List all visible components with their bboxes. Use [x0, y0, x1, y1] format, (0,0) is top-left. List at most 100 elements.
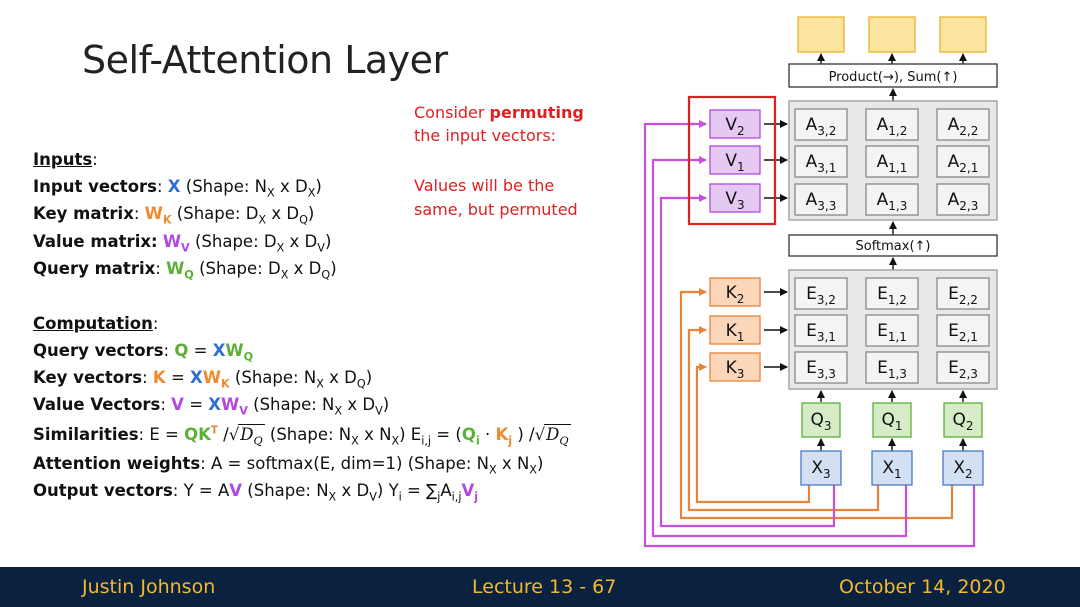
footer-date: October 14, 2020	[839, 576, 1006, 598]
sqrt-dq-2: √DQ	[534, 424, 571, 448]
value-matrix-line: Value matrix: WV (Shape: DX x DV)	[33, 232, 332, 255]
input-vectors-line: Input vectors: X (Shape: NX x DX)	[33, 177, 322, 200]
input-box-2	[871, 450, 913, 486]
input-label: X3	[811, 458, 830, 481]
value-label: V2	[725, 115, 744, 138]
query-vectors-line: Query vectors: Q = XWQ	[33, 341, 254, 364]
a-cell	[794, 183, 848, 216]
e-cell-label: E3,1	[806, 321, 836, 344]
a-cell-label: A3,3	[806, 190, 837, 213]
inputs-header: Inputs:	[33, 150, 98, 169]
key-wire-x2	[679, 288, 954, 520]
query-box-2	[872, 402, 912, 438]
input-label: X1	[882, 458, 901, 481]
a-cell-label: A2,3	[948, 190, 979, 213]
value-box-3	[709, 183, 761, 213]
key-wire-x3	[695, 363, 811, 504]
e-cell-label: E1,2	[877, 284, 907, 307]
value-wire-x1	[651, 156, 908, 538]
a-cell	[794, 108, 848, 141]
value-box-2	[709, 145, 761, 175]
a-cell-label: A3,2	[806, 115, 837, 138]
a-cell-label: A1,3	[877, 190, 908, 213]
input-box-1	[800, 450, 842, 486]
key-label: K1	[726, 321, 745, 344]
query-box-1	[801, 402, 841, 438]
output-box-2	[868, 16, 916, 53]
output-vectors-line: Output vectors: Y = AV (Shape: NX x DV) …	[33, 481, 479, 504]
wires	[643, 53, 976, 548]
a-cell	[865, 108, 919, 141]
value-wire-x2	[643, 120, 976, 548]
e-cell-label: E2,2	[948, 284, 978, 307]
query-box-3	[943, 402, 983, 438]
key-wire-x1	[687, 326, 880, 512]
permuted-values-highlight	[687, 95, 777, 226]
value-vectors-line: Value Vectors: V = XWV (Shape: NX x DV)	[33, 395, 390, 418]
permute-note-line4: same, but permuted	[414, 200, 578, 219]
e-cell-label: E2,3	[948, 358, 978, 381]
key-box-1	[709, 277, 761, 307]
e-cell	[794, 351, 848, 384]
value-box-1	[709, 109, 761, 139]
softmax-label: Softmax(↑)	[855, 239, 930, 254]
a-cell-label: A3,1	[806, 152, 837, 175]
e-cell-label: E1,1	[877, 321, 907, 344]
footer-author: Justin Johnson	[82, 576, 216, 598]
computation-header: Computation:	[33, 314, 159, 333]
a-cell-label: A2,1	[948, 152, 979, 175]
a-cell	[936, 108, 990, 141]
product-sum-box	[788, 63, 998, 88]
e-cell	[936, 314, 990, 347]
e-cell	[936, 351, 990, 384]
input-box-3	[942, 450, 984, 486]
attention-weights-line: Attention weights: A = softmax(E, dim=1)…	[33, 454, 544, 477]
a-cell	[936, 183, 990, 216]
value-wire-x3	[659, 194, 836, 528]
footer-lecture: Lecture 13 - 67	[472, 576, 617, 598]
e-cell-label: E3,3	[806, 358, 836, 381]
footer-bar: Justin Johnson Lecture 13 - 67 October 1…	[0, 567, 1080, 607]
a-cell-label: A1,1	[877, 152, 908, 175]
a-cell	[865, 183, 919, 216]
query-matrix-line: Query matrix: WQ (Shape: DX x DQ)	[33, 259, 337, 282]
query-label: Q3	[810, 410, 831, 433]
key-box-3	[709, 352, 761, 382]
slide-title: Self-Attention Layer	[82, 38, 448, 82]
sqrt-dq: √DQ	[228, 424, 265, 448]
key-vectors-line: Key vectors: K = XWK (Shape: NX x DQ)	[33, 368, 373, 391]
output-box-1	[797, 16, 845, 53]
e-cell-label: E2,1	[948, 321, 978, 344]
key-matrix-line: Key matrix: WK (Shape: DX x DQ)	[33, 204, 315, 227]
query-label: Q2	[952, 410, 973, 433]
a-cell	[865, 145, 919, 178]
key-label: K3	[726, 358, 745, 381]
a-cell	[794, 145, 848, 178]
e-cell-label: E1,3	[877, 358, 907, 381]
value-label: V3	[725, 189, 744, 212]
a-cell-label: A2,2	[948, 115, 979, 138]
product-sum-label: Product(→), Sum(↑)	[829, 70, 958, 85]
e-cell-label: E3,2	[806, 284, 836, 307]
key-label: K2	[726, 283, 745, 306]
a-cell-label: A1,2	[877, 115, 908, 138]
e-cell	[865, 277, 919, 310]
permute-note-line1: Consider permuting	[414, 103, 584, 122]
permute-note-line2: the input vectors:	[414, 126, 557, 145]
a-cell	[936, 145, 990, 178]
e-cell	[794, 314, 848, 347]
similarities-line: Similarities: E = QKT /√DQ (Shape: NX x …	[33, 424, 571, 448]
softmax-box	[788, 234, 998, 257]
output-box-3	[939, 16, 987, 53]
input-label: X2	[953, 458, 972, 481]
value-label: V1	[725, 151, 744, 174]
e-cell	[865, 314, 919, 347]
permute-note-line3: Values will be the	[414, 176, 555, 195]
e-cell	[936, 277, 990, 310]
e-cell	[865, 351, 919, 384]
e-cell	[794, 277, 848, 310]
key-box-2	[709, 315, 761, 345]
